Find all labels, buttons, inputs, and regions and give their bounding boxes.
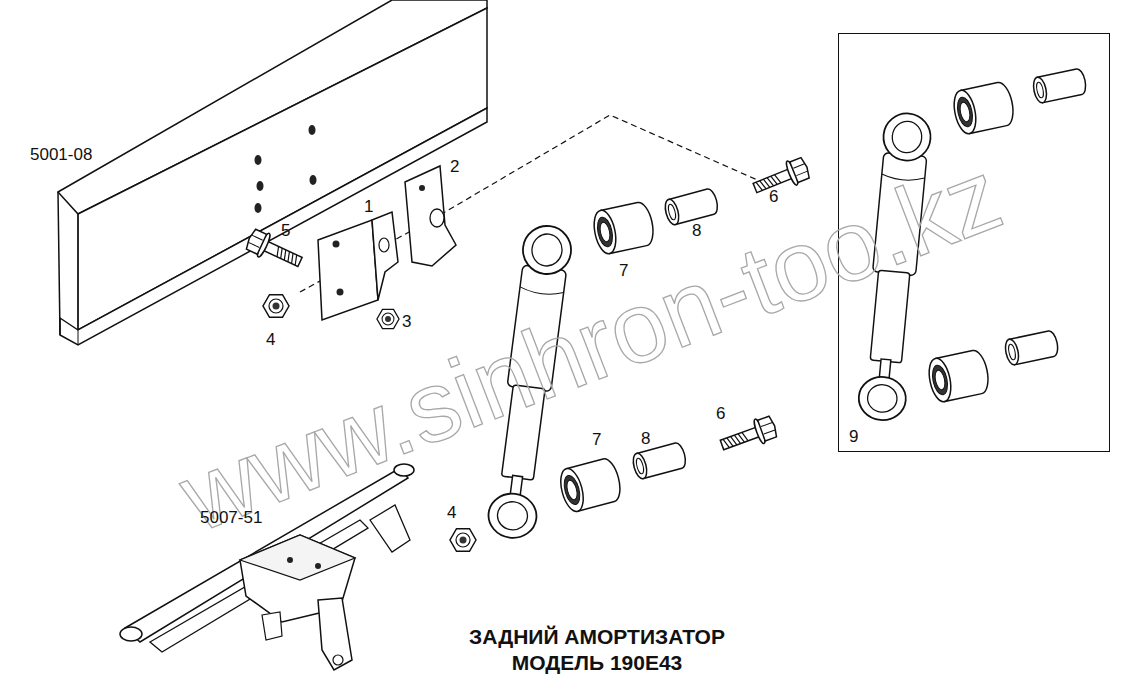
frame-rail [78,8,487,330]
diagram-title: ЗАДНИЙ АМОРТИЗАТОР МОДЕЛЬ 190E43 [442,624,752,677]
callout-number: 2 [450,158,459,175]
callout-number: 7 [619,262,628,279]
callout-number: 9 [849,428,858,445]
callout-number: 8 [692,222,701,239]
bushing [926,349,992,404]
callout-number: 4 [447,504,456,521]
bracket-1 [372,212,398,300]
bolt [750,155,812,200]
axle-assembly [370,505,410,552]
axle-assembly [240,535,355,580]
sleeve [1031,68,1087,104]
bracket-1 [337,289,344,296]
axle-assembly [315,563,321,569]
group-code: 5007-51 [200,509,262,526]
callout-number: 6 [716,405,725,422]
bracket-1 [318,220,378,320]
axle-assembly [318,598,352,670]
bracket-2 [430,209,444,227]
callout-number: 7 [592,431,601,448]
sleeve [631,442,688,481]
bolt [244,227,306,274]
group-code: 5001-08 [30,146,92,163]
callout-number: 3 [402,313,411,330]
bracket-1 [379,238,389,252]
axle-assembly [262,612,282,640]
frame-rail [58,192,60,335]
sleeve [1003,330,1059,366]
nut [377,309,399,328]
sleeve [663,188,720,227]
frame-rail [58,0,487,345]
frame-rail [309,125,316,135]
bracket-1 [333,241,340,248]
nut [263,295,289,318]
bracket-2 [405,166,456,266]
axle-assembly [333,655,343,665]
callout-number: 4 [266,331,275,348]
bushing [951,81,1017,136]
frame-rail [255,203,262,213]
callout-number: 5 [281,222,290,239]
frame-rail [310,175,317,185]
frame-rail [78,214,79,345]
bracket-2 [405,166,456,266]
frame-rail [255,155,262,165]
frame-rail [257,181,264,191]
bracket-1 [318,212,398,320]
bolt [718,414,780,458]
bracket-2 [419,185,425,191]
callout-number: 1 [364,198,373,215]
callout-number: 8 [641,430,650,447]
bushing [557,456,624,514]
axle-assembly [287,557,293,563]
bushing [591,201,657,256]
frame-rail [60,108,487,345]
callout-number: 6 [769,188,778,205]
axle-assembly [120,627,142,641]
nut [450,529,476,552]
